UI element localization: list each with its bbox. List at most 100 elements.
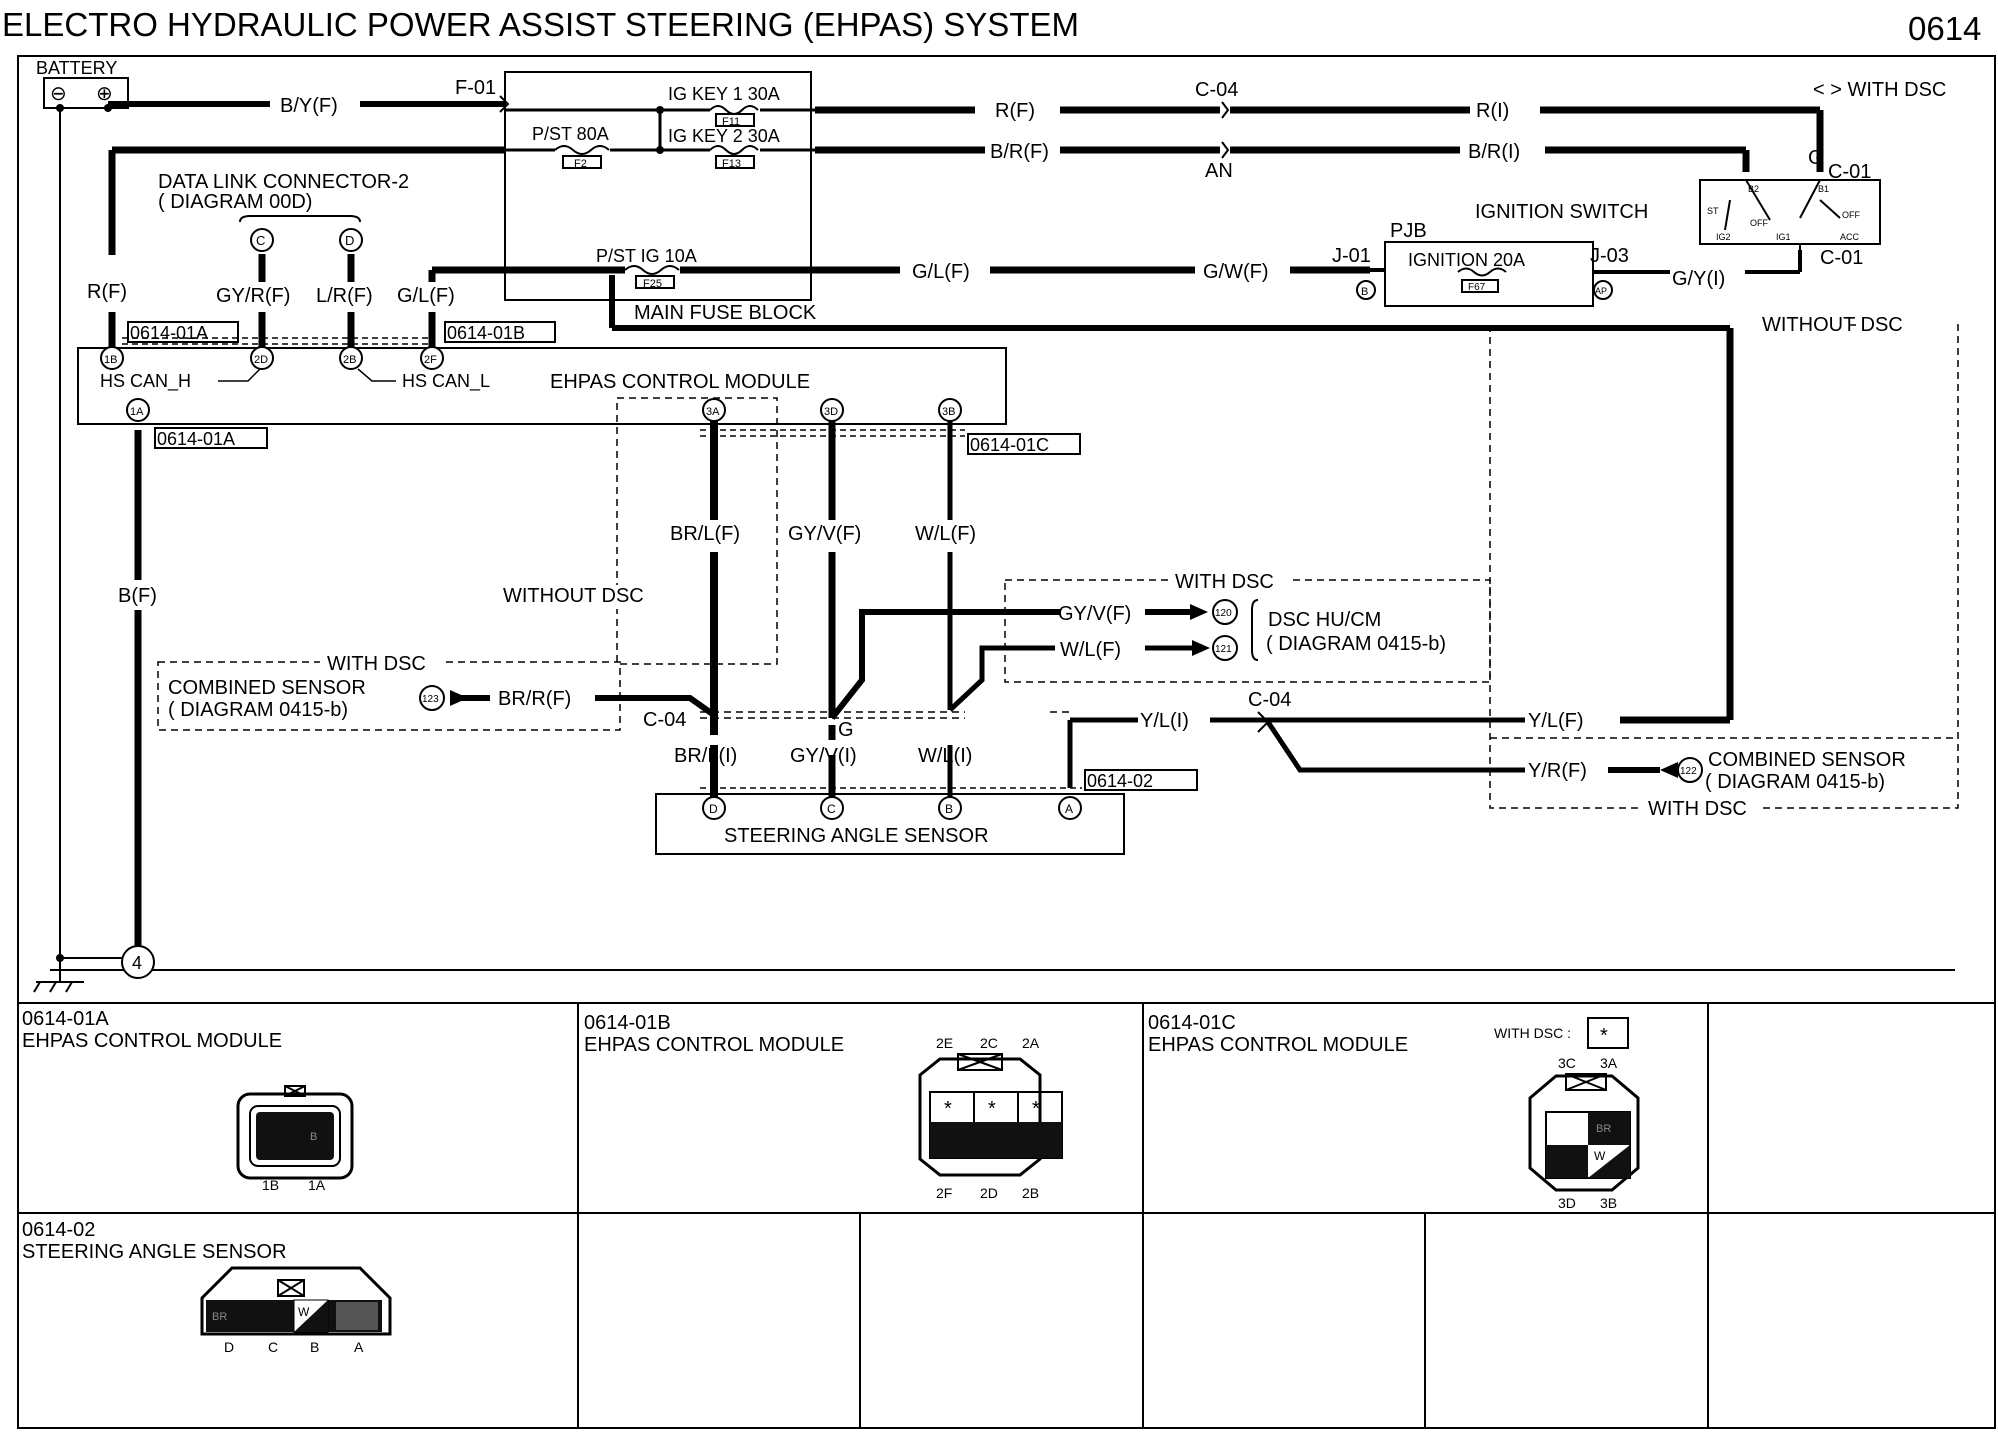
note-without-dsc-right: WITHOUT DSC: [1762, 314, 1903, 336]
terminal-off2: OFF: [1842, 210, 1860, 220]
terminal-acc: ACC: [1840, 232, 1860, 242]
pjb-label: PJB: [1390, 220, 1427, 242]
wire-r-f-left: R(F): [87, 281, 127, 303]
pin-1a: 1A: [130, 406, 144, 418]
wire-wl-f-dsc: W/L(F): [1060, 639, 1121, 661]
wire-by-f: B/Y(F): [280, 95, 338, 117]
wire-labels-top: B/Y(F) R(F) R(I) B/R(F) B/R(I) G/L(F) G/…: [280, 95, 1725, 290]
connector-g-top: G: [1808, 147, 1824, 169]
dsc-hucm-label: DSC HU/CM: [1268, 609, 1381, 631]
wire-gl-f-left: G/L(F): [397, 285, 455, 307]
cv-01b-star-2: *: [988, 1098, 996, 1120]
note-without-dsc-left: WITHOUT DSC: [503, 585, 644, 607]
wire-brl-f: BR/L(F): [670, 523, 740, 545]
cv-01b-2c: 2C: [980, 1035, 998, 1051]
cv-01c-3b: 3B: [1600, 1195, 1617, 1211]
connector-g-mid: G: [838, 719, 854, 741]
wire-br-f: B/R(F): [990, 141, 1049, 163]
cv-02-w: W: [298, 1305, 310, 1319]
cv-01a-pin-a: 1A: [308, 1177, 326, 1193]
connector-c04-right: C-04: [1248, 689, 1291, 711]
pin-dlc-c: C: [256, 233, 265, 248]
cv-01c-star: *: [1600, 1025, 1608, 1047]
pin-j01-b: B: [1361, 286, 1368, 298]
combined-sensor-right-diagram: ( DIAGRAM 0415-b): [1705, 771, 1885, 793]
cv-01c-3c: 3C: [1558, 1055, 1576, 1071]
fuse-f11: F11: [722, 116, 740, 128]
page-number: 0614: [1908, 10, 1981, 47]
wire-wl-f: W/L(F): [915, 523, 976, 545]
ref-0614-01b: 0614-01B: [447, 323, 525, 343]
fuse-ig-key2-label: IG KEY 2 30A: [668, 126, 780, 146]
ref-0614-01a-bottom: 0614-01A: [157, 429, 235, 449]
fuse-f2: F2: [574, 158, 587, 170]
data-link-connector: DATA LINK CONNECTOR-2 ( DIAGRAM 00D) C D…: [87, 171, 455, 307]
terminal-st: ST: [1707, 206, 1719, 216]
terminal-ig1: IG1: [1776, 232, 1791, 242]
connector-c01-bottom: C-01: [1820, 247, 1863, 269]
ehpas-module-label: EHPAS CONTROL MODULE: [550, 371, 810, 393]
page-title: ELECTRO HYDRAULIC POWER ASSIST STEERING …: [2, 6, 1079, 43]
connector-view-0614-01a: 0614-01A EHPAS CONTROL MODULE B 1B 1A: [22, 1008, 354, 1193]
connector-c04-top: C-04: [1195, 79, 1238, 101]
combined-sensor-right-label: COMBINED SENSOR: [1708, 749, 1906, 771]
pin-2f: 2F: [424, 354, 437, 366]
main-fuse-block: MAIN FUSE BLOCK IG KEY 1 30A IG KEY 2 30…: [504, 71, 817, 324]
pin-sas-d: D: [709, 802, 718, 816]
cv-01c-br: BR: [1596, 1123, 1611, 1135]
dsc-hucm: 120 121 DSC HU/CM ( DIAGRAM 0415-b): [1190, 599, 1446, 661]
terminal-b1: B1: [1818, 184, 1829, 194]
ground-icon: [33, 981, 73, 993]
cv-01b-2a: 2A: [1022, 1035, 1040, 1051]
wire-gyv-f-dsc: GY/V(F): [1058, 603, 1131, 625]
cv-01c-name: EHPAS CONTROL MODULE: [1148, 1034, 1408, 1056]
wire-wl-i: W/L(I): [918, 745, 972, 767]
cv-02-pin-c: C: [268, 1339, 278, 1355]
data-link-diagram: ( DIAGRAM 00D): [158, 191, 312, 213]
fuse-pstig-label: P/ST IG 10A: [596, 246, 697, 266]
cv-01b-star-3: *: [1032, 1098, 1040, 1120]
wire-brr-f: BR/R(F): [498, 688, 571, 710]
pjb: PJB IGNITION 20A F67 J-01 J-03 B AP: [1332, 220, 1629, 307]
combined-sensor-left-label: COMBINED SENSOR: [168, 677, 366, 699]
cv-01c-3d: 3D: [1558, 1195, 1576, 1211]
pin-2d: 2D: [254, 354, 268, 366]
cv-02-br: BR: [212, 1311, 227, 1323]
cv-01c-w: W: [1594, 1149, 1606, 1163]
wire-gyv-i: GY/V(I): [790, 745, 857, 767]
cv-02-pin-b: B: [310, 1339, 319, 1355]
connector-j03: J-03: [1590, 245, 1629, 267]
pin-123: 123: [422, 694, 439, 705]
fuse-pst80-label: P/ST 80A: [532, 124, 609, 144]
cv-01b-2f: 2F: [936, 1185, 952, 1201]
connector-f01: F-01: [455, 77, 496, 99]
connector-c04-mid: C-04: [643, 709, 686, 731]
combined-sensor-right: 122 COMBINED SENSOR ( DIAGRAM 0415-b): [1660, 749, 1906, 793]
cv-01c-id: 0614-01C: [1148, 1012, 1236, 1034]
data-link-label: DATA LINK CONNECTOR-2: [158, 171, 409, 193]
steering-angle-sensor: 0614-02 D C B A STEERING ANGLE SENSOR: [655, 769, 1198, 855]
pin-120: 120: [1215, 608, 1232, 619]
cv-01c-with-dsc: WITH DSC :: [1494, 1025, 1571, 1041]
cv-01a-id: 0614-01A: [22, 1008, 109, 1030]
cv-01a-pin-b: 1B: [262, 1177, 279, 1193]
wire-gy-i: G/Y(I): [1672, 268, 1725, 290]
fuse-f25: F25: [643, 278, 662, 290]
ignition-switch-label: IGNITION SWITCH: [1475, 201, 1648, 223]
hs-can-h-label: HS CAN_H: [100, 371, 191, 392]
main-fuse-block-label: MAIN FUSE BLOCK: [634, 302, 817, 324]
pin-dlc-d: D: [345, 233, 354, 248]
terminal-b2: B2: [1748, 184, 1759, 194]
dsc-hucm-diagram: ( DIAGRAM 0415-b): [1266, 633, 1446, 655]
steering-angle-sensor-label: STEERING ANGLE SENSOR: [724, 825, 989, 847]
cv-01b-2d: 2D: [980, 1185, 998, 1201]
pin-sas-c: C: [827, 802, 836, 816]
battery-plus-icon: ⊕: [96, 83, 113, 105]
ref-0614-01a-top: 0614-01A: [130, 323, 208, 343]
cv-01b-star-1: *: [944, 1098, 952, 1120]
cv-01b-id: 0614-01B: [584, 1012, 671, 1034]
hs-can-l-label: HS CAN_L: [402, 371, 490, 392]
fuse-symbols: [554, 105, 759, 289]
connector-view-0614-02: 0614-02 STEERING ANGLE SENSOR BR W D C B…: [22, 1219, 392, 1355]
